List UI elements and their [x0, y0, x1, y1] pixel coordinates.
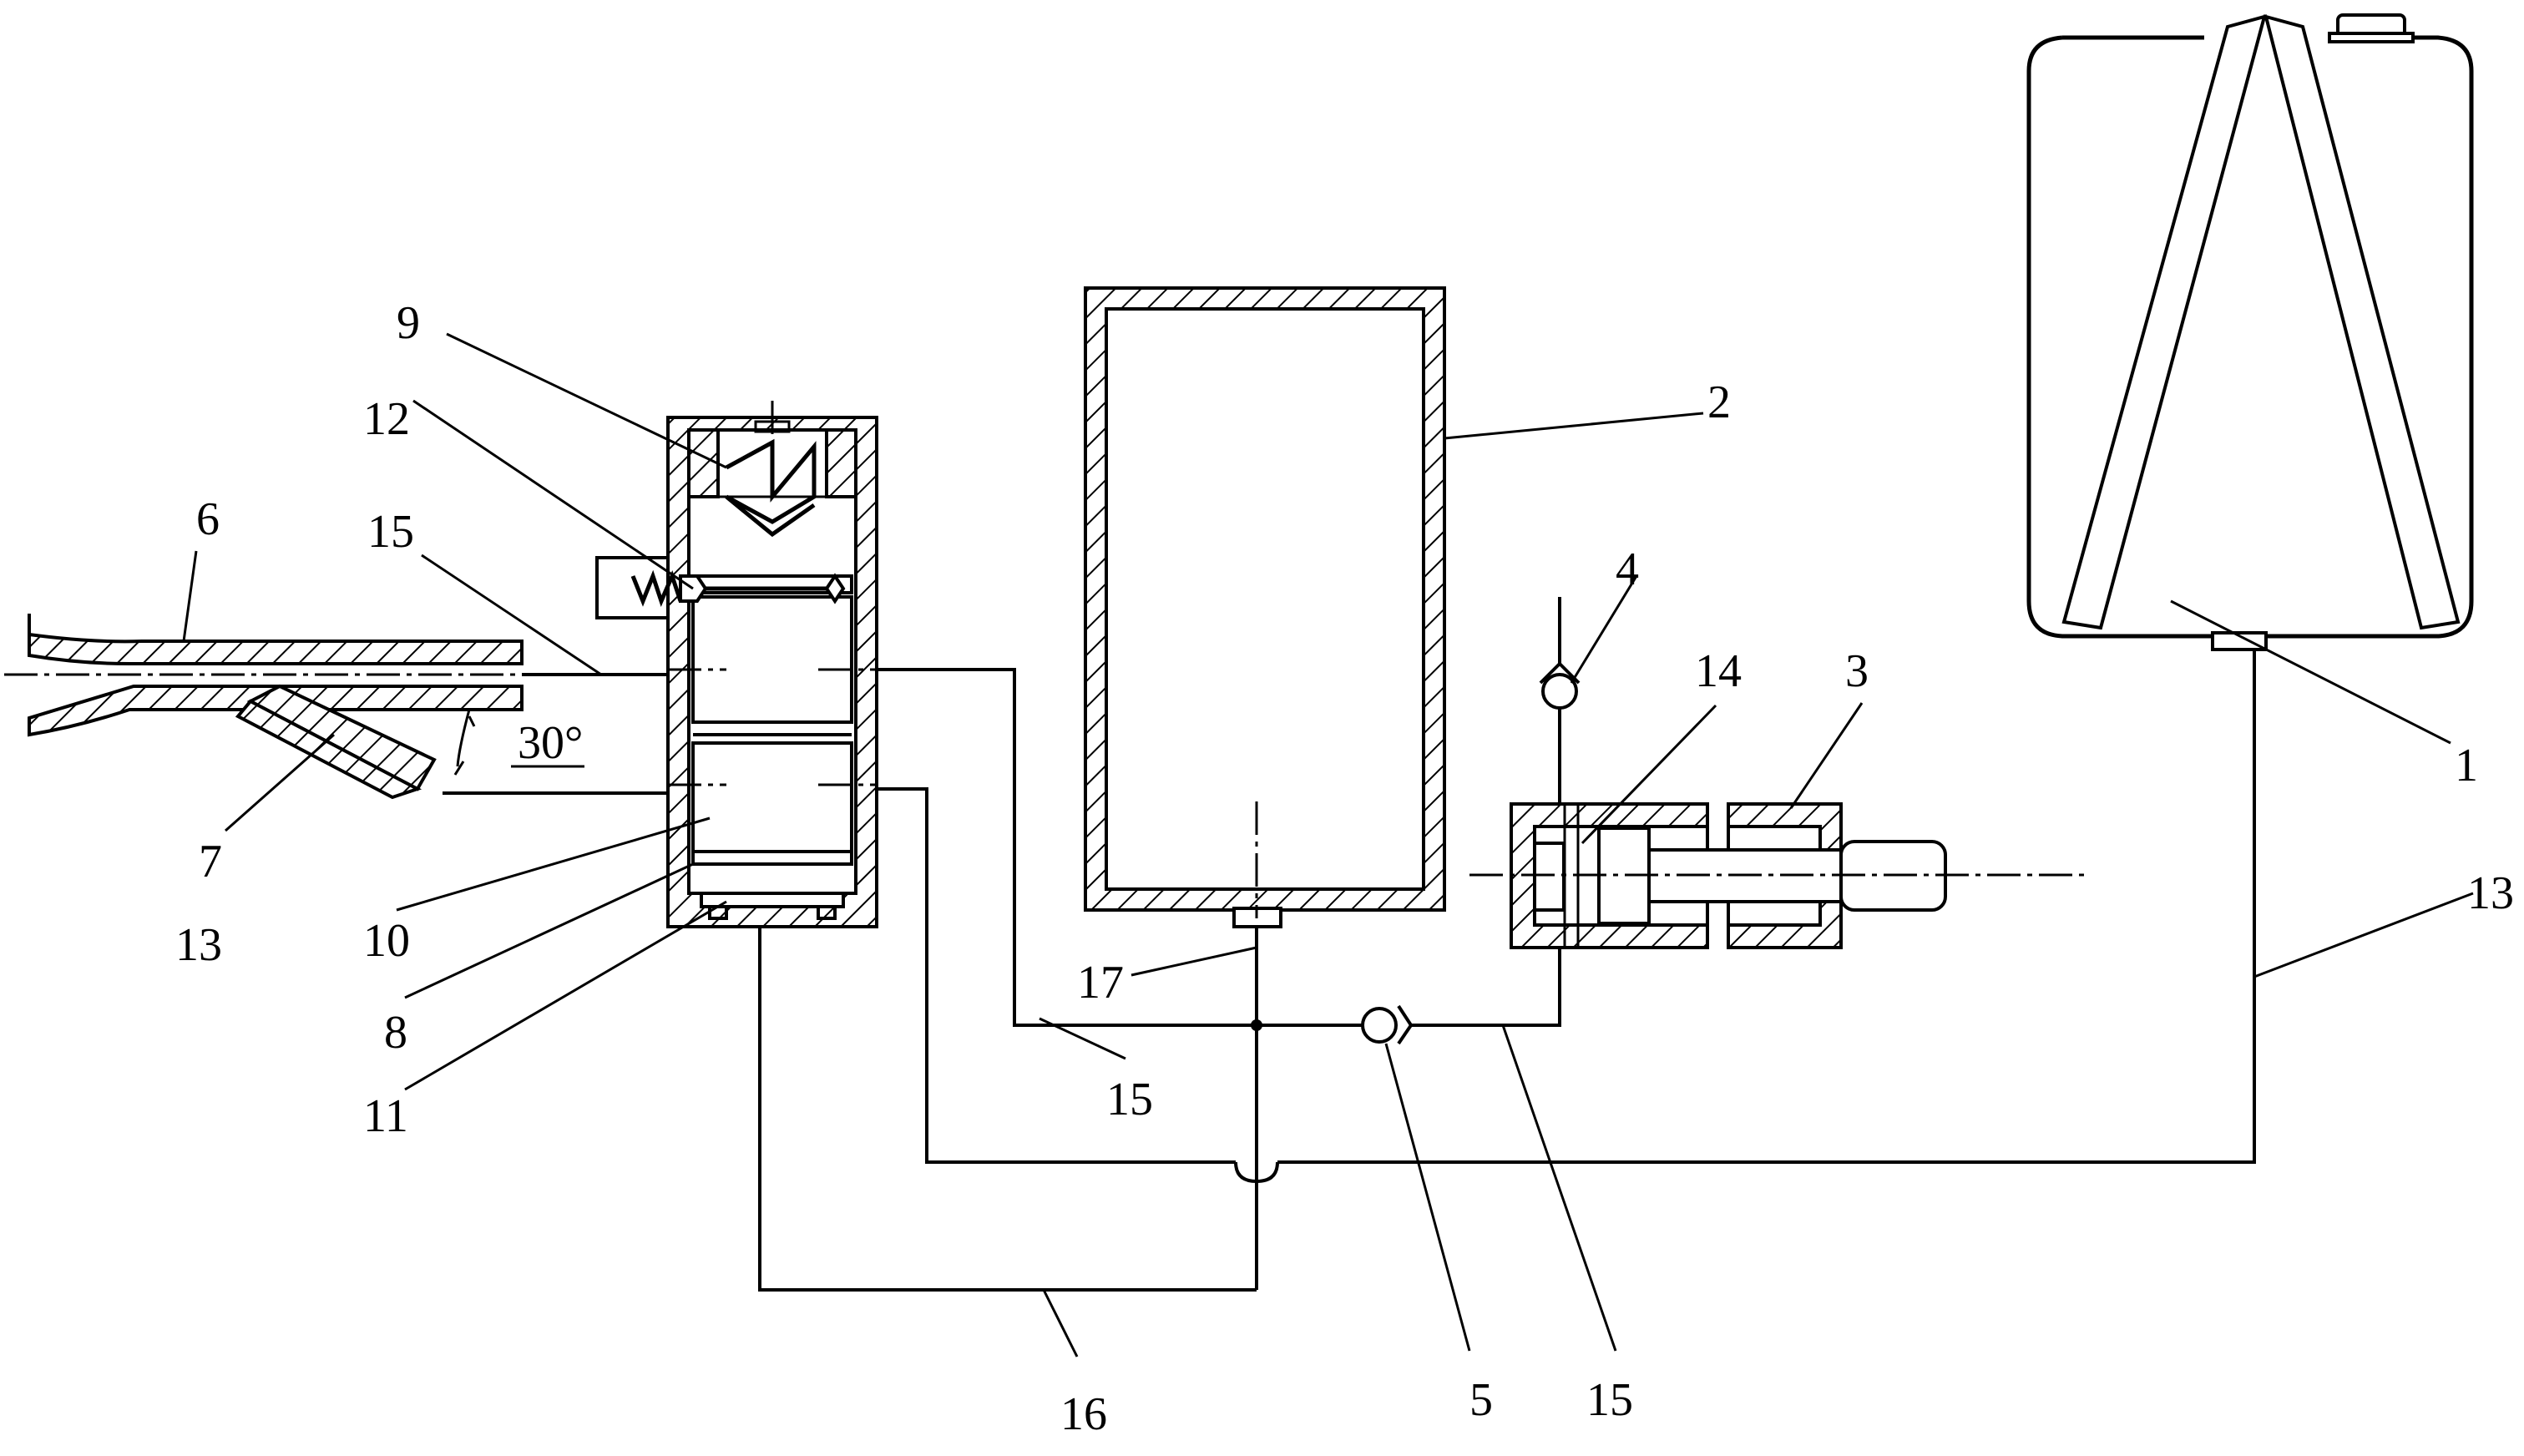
label-15-mid: 15 [1106, 1074, 1153, 1125]
label-4: 4 [1616, 543, 1639, 595]
vessel-2 [1085, 288, 1444, 927]
valve-body [597, 401, 877, 927]
label-15-top: 15 [367, 506, 414, 558]
check-valve-5 [1363, 1006, 1411, 1044]
angle-annotation: 30° [455, 710, 584, 775]
tank-1 [2029, 15, 2471, 650]
label-7: 7 [199, 836, 222, 887]
label-14: 14 [1695, 645, 1742, 697]
check-valve-4 [1540, 664, 1579, 708]
label-1: 1 [2455, 740, 2478, 791]
label-15-bottom: 15 [1586, 1374, 1633, 1426]
label-9: 9 [397, 297, 420, 349]
label-5: 5 [1469, 1374, 1493, 1426]
angle-label: 30° [518, 717, 583, 769]
label-3: 3 [1845, 645, 1869, 697]
pump-3 [1469, 804, 2087, 948]
label-11: 11 [363, 1090, 408, 1142]
label-8: 8 [384, 1007, 407, 1059]
label-6: 6 [196, 493, 220, 545]
label-12: 12 [363, 393, 410, 445]
label-16: 16 [1060, 1388, 1107, 1440]
label-13-right: 13 [2467, 867, 2514, 919]
label-17: 17 [1077, 957, 1124, 1009]
label-10: 10 [363, 915, 410, 967]
labels: 1 2 3 4 5 6 7 8 9 10 11 12 13 13 14 15 1… [175, 297, 2514, 1440]
label-2: 2 [1707, 377, 1731, 428]
label-13-left: 13 [175, 919, 222, 971]
